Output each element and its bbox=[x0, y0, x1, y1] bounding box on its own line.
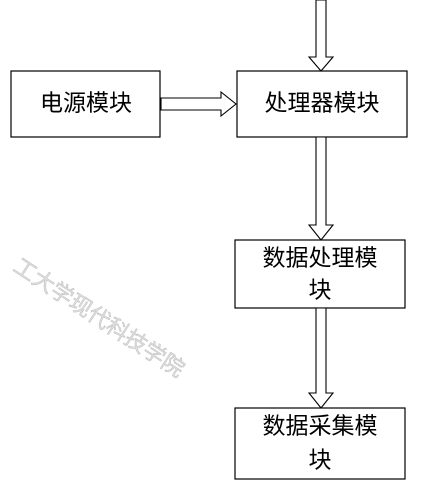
data-processing-label-line2: 块 bbox=[309, 278, 332, 304]
data-acquisition-box bbox=[234, 407, 406, 480]
arrow-top-to-processor bbox=[307, 0, 335, 72]
arrow-processor-to-data-processing bbox=[307, 136, 335, 241]
data-processing-box bbox=[234, 239, 406, 309]
power-module-label: 电源模块 bbox=[40, 91, 132, 117]
data-processing-label-line1: 数据处理模 bbox=[263, 246, 378, 272]
processor-module-box bbox=[236, 70, 408, 138]
processor-module-label: 处理器模块 bbox=[265, 91, 380, 117]
arrow-data-processing-to-acquisition bbox=[307, 307, 335, 409]
data-acquisition-label-line2: 块 bbox=[309, 448, 332, 474]
watermark-text: 工大学现代科技学院 bbox=[9, 254, 189, 383]
data-processing-node: 数据处理模 块 bbox=[234, 239, 406, 309]
power-module-node: 电源模块 bbox=[10, 70, 161, 138]
processor-module-node: 处理器模块 bbox=[236, 70, 408, 138]
arrow-power-to-processor bbox=[160, 90, 237, 118]
power-module-box bbox=[10, 70, 161, 138]
data-acquisition-node: 数据采集模 块 bbox=[234, 407, 406, 480]
data-acquisition-label-line1: 数据采集模 bbox=[263, 414, 378, 440]
